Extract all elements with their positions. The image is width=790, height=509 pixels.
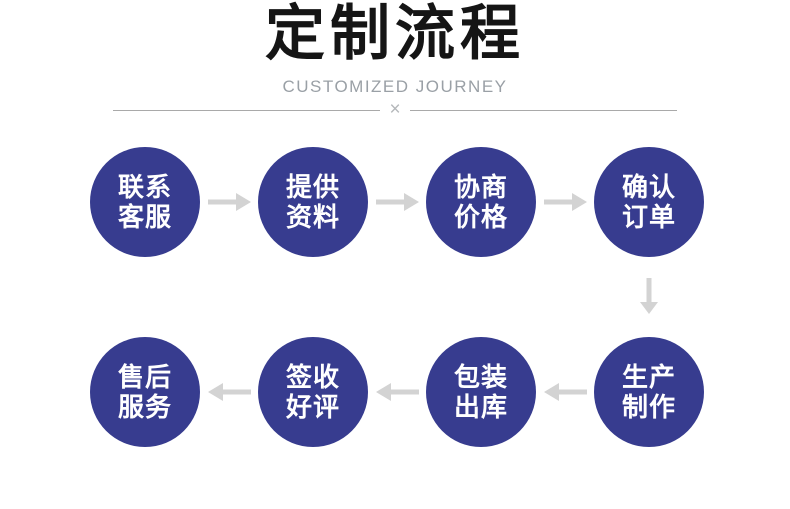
arrow-right-icon xyxy=(375,193,419,211)
step-label-line2: 价格 xyxy=(453,202,508,232)
step-label-line2: 服务 xyxy=(117,392,172,422)
step-label-line2: 好评 xyxy=(285,392,340,422)
divider-line-left xyxy=(113,109,381,111)
divider-x-icon: × xyxy=(389,99,401,120)
arrow-left-icon xyxy=(207,383,251,401)
arrow-down-icon xyxy=(640,278,658,314)
step-label-line1: 签收 xyxy=(285,362,340,392)
step-label-line2: 资料 xyxy=(285,202,340,232)
connector xyxy=(368,383,426,401)
arrow-right-icon xyxy=(207,193,251,211)
flow-row-bottom: 售后 服务 签收 好评 包装 出库 生产 制作 xyxy=(0,337,790,447)
step-label-line2: 订单 xyxy=(621,202,676,232)
step-aftersale-service: 售后 服务 xyxy=(90,337,200,447)
step-pack-ship: 包装 出库 xyxy=(426,337,536,447)
arrow-left-icon xyxy=(543,383,587,401)
step-production: 生产 制作 xyxy=(594,337,704,447)
arrow-right-icon xyxy=(543,193,587,211)
step-label-line2: 制作 xyxy=(621,392,676,422)
step-label-line1: 确认 xyxy=(621,172,676,202)
step-contact-service: 联系 客服 xyxy=(90,147,200,257)
connector xyxy=(536,383,594,401)
step-confirm-order: 确认 订单 xyxy=(594,147,704,257)
step-label-line2: 客服 xyxy=(117,202,172,232)
step-sign-review: 签收 好评 xyxy=(258,337,368,447)
step-label-line1: 提供 xyxy=(285,172,340,202)
connector xyxy=(200,383,258,401)
divider-line-right xyxy=(409,109,678,111)
page-title: 定制流程 xyxy=(265,0,525,67)
step-label-line1: 售后 xyxy=(117,362,172,392)
connector xyxy=(536,193,594,211)
connector xyxy=(368,193,426,211)
connector xyxy=(200,193,258,211)
step-negotiate-price: 协商 价格 xyxy=(426,147,536,257)
flow-connector-vertical xyxy=(0,257,790,337)
step-label-line2: 出库 xyxy=(453,392,508,422)
step-label-line1: 生产 xyxy=(621,362,676,392)
step-label-line1: 联系 xyxy=(117,172,172,202)
arrow-left-icon xyxy=(375,383,419,401)
step-label-line1: 包装 xyxy=(453,362,508,392)
step-label-line1: 协商 xyxy=(453,172,508,202)
divider: × xyxy=(113,99,678,120)
flow-row-top: 联系 客服 提供 资料 协商 价格 确认 订单 xyxy=(0,147,790,257)
page-subtitle: CUSTOMIZED JOURNEY xyxy=(282,77,508,96)
step-provide-materials: 提供 资料 xyxy=(258,147,368,257)
